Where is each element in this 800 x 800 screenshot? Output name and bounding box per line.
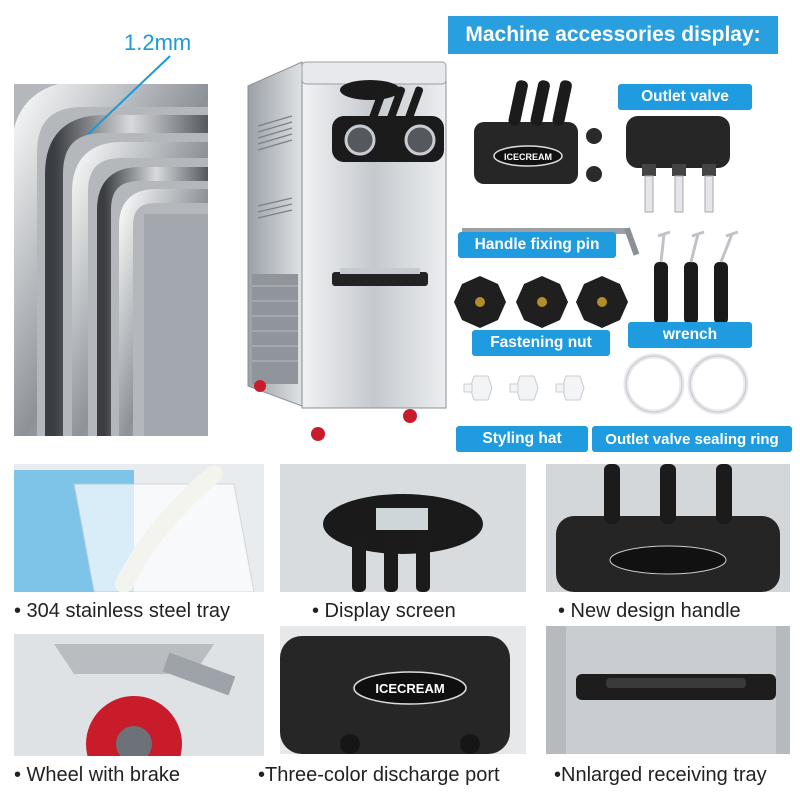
fastening-nut-label: Fastening nut xyxy=(472,330,610,356)
ice-cream-machine-image xyxy=(240,56,458,448)
steel-thickness-detail xyxy=(14,84,208,436)
feature-photo-display xyxy=(280,464,526,592)
feature-caption-display: • Display screen xyxy=(312,600,456,622)
feature-photo-tray xyxy=(14,464,264,592)
feature-caption-tray: • 304 stainless steel tray xyxy=(14,600,230,622)
feature-photo-discharge: ICECREAM xyxy=(280,626,526,754)
outlet-valve-label: Outlet valve xyxy=(618,84,752,110)
sealing-ring-label: Outlet valve sealing ring xyxy=(592,426,792,452)
sealing-ring-image xyxy=(622,352,750,416)
styling-hat-label: Styling hat xyxy=(456,426,588,452)
feature-photo-receiving-tray xyxy=(546,626,790,754)
brand-logo-text: ICECREAM xyxy=(504,152,552,162)
feature-caption-discharge: •Three-color discharge port xyxy=(258,764,500,786)
accessories-header: Machine accessories display: xyxy=(448,16,778,54)
feature-caption-wheel: • Wheel with brake xyxy=(14,764,180,786)
feature-caption-receiving-tray: •Nnlarged receiving tray xyxy=(554,764,767,786)
thickness-pointer-line xyxy=(87,55,171,135)
fastening-nut-image xyxy=(452,274,628,330)
outlet-valve-image xyxy=(622,110,734,214)
steel-corner-image xyxy=(14,84,208,436)
brand-logo-text-large: ICECREAM xyxy=(375,681,444,696)
handle-fixing-pin-image xyxy=(460,220,640,260)
thickness-label: 1.2mm xyxy=(124,30,192,55)
styling-hat-image xyxy=(460,372,590,408)
handle-fixing-pin-label: Handle fixing pin xyxy=(458,232,616,258)
feature-photo-wheel xyxy=(14,634,264,756)
wrench-label: wrench xyxy=(628,322,752,348)
valve-assembly-image: ICECREAM xyxy=(470,74,610,192)
feature-photo-handle xyxy=(546,464,790,592)
feature-caption-handle: • New design handle xyxy=(558,600,741,622)
wrench-image xyxy=(644,226,750,330)
